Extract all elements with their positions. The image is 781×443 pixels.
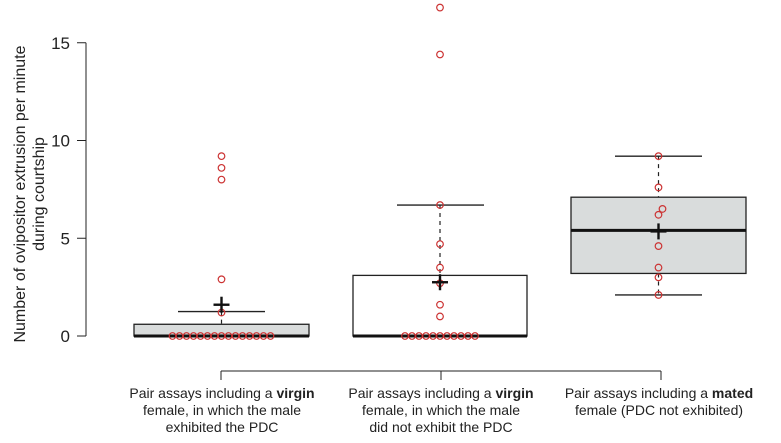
y-tick-label: 10 — [51, 132, 70, 151]
y-tick-label: 5 — [61, 229, 70, 248]
data-point — [658, 205, 667, 213]
data-point — [654, 183, 663, 192]
box-2 — [352, 3, 528, 340]
data-point — [654, 242, 663, 250]
x-axis-bracket — [220, 370, 662, 380]
box-iqr — [133, 323, 310, 337]
box-iqr — [352, 274, 528, 337]
y-axis-label: Number of ovipositor extrusion per minut… — [12, 45, 48, 343]
data-point — [654, 210, 663, 219]
box-series — [133, 3, 747, 340]
data-point — [436, 240, 444, 249]
data-point — [436, 312, 444, 321]
data-point — [654, 273, 663, 282]
data-point — [436, 300, 444, 309]
data-point — [217, 152, 226, 161]
data-point — [217, 175, 226, 184]
data-point — [471, 332, 479, 340]
box-1 — [133, 152, 310, 340]
data-point — [654, 263, 663, 272]
data-point — [436, 3, 444, 12]
data-point — [436, 263, 444, 272]
data-point — [654, 152, 663, 161]
y-tick-label: 15 — [51, 34, 70, 53]
y-axis: 0 5 10 15 — [51, 34, 87, 346]
data-point — [436, 201, 444, 209]
box-3 — [570, 152, 747, 299]
y-tick-label: 0 — [61, 327, 70, 346]
data-point — [217, 275, 226, 284]
data-point — [654, 291, 663, 299]
data-point — [266, 332, 275, 340]
data-point — [217, 163, 226, 172]
data-point — [436, 50, 444, 59]
